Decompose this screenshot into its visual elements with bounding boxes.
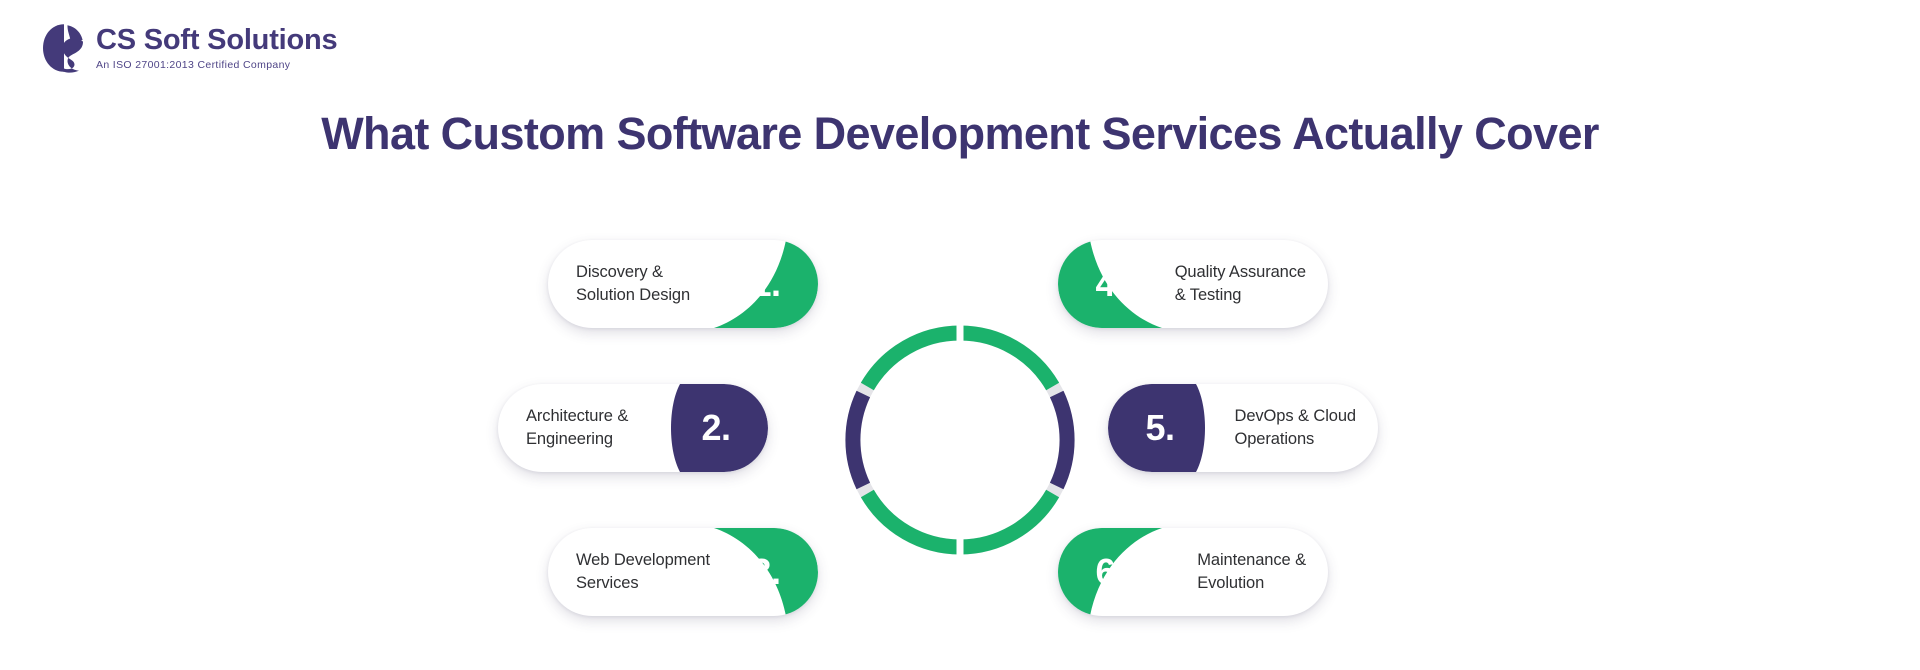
service-card-3[interactable]: Web Development Services 3. — [548, 528, 818, 616]
ring-segment-1 — [860, 325, 961, 391]
service-card-1-label: Discovery & Solution Design — [548, 261, 690, 308]
service-card-5-label: DevOps & Cloud Operations — [1235, 405, 1379, 452]
ring-segment-3 — [860, 489, 961, 555]
service-card-3-badge: 3. — [714, 528, 818, 616]
leaf-shape-icon — [1058, 528, 1162, 616]
service-card-6[interactable]: 6. Maintenance & Evolution — [1058, 528, 1328, 616]
service-card-4[interactable]: 4. Quality Assurance & Testing — [1058, 240, 1328, 328]
page-title: What Custom Software Development Service… — [321, 108, 1599, 159]
leaf-shape-icon — [1058, 240, 1162, 328]
service-card-3-label: Web Development Services — [548, 549, 710, 596]
service-card-1-number: 1. — [751, 263, 781, 304]
service-card-2-line2: Engineering — [526, 430, 613, 448]
service-card-4-badge: 4. — [1058, 240, 1162, 328]
service-card-6-line2: Evolution — [1197, 574, 1265, 592]
service-card-3-line2: Services — [576, 574, 639, 592]
logo-text-block: CS Soft Solutions An ISO 27001:2013 Cert… — [96, 23, 338, 72]
service-card-1[interactable]: Discovery & Solution Design 1. — [548, 240, 818, 328]
process-cycle-ring — [838, 318, 1082, 562]
service-card-1-badge: 1. — [714, 240, 818, 328]
service-card-4-line2: & Testing — [1174, 286, 1242, 304]
ring-segment-6 — [959, 489, 1060, 555]
service-card-6-badge: 6. — [1058, 528, 1162, 616]
leaf-shape-icon — [714, 528, 818, 616]
service-card-3-number: 3. — [751, 551, 781, 592]
service-card-4-label: Quality Assurance & Testing — [1175, 261, 1328, 308]
service-card-2-line1: Architecture & — [526, 406, 629, 425]
service-card-2[interactable]: Architecture & Engineering 2. — [498, 384, 768, 472]
ring-segment-4 — [959, 325, 1060, 391]
service-card-5-number: 5. — [1145, 407, 1175, 448]
dome-shape-icon — [1108, 384, 1205, 472]
leaf-shape-icon — [714, 240, 818, 328]
service-card-6-label: Maintenance & Evolution — [1197, 549, 1328, 596]
service-card-6-line1: Maintenance & — [1197, 550, 1306, 569]
service-card-2-number: 2. — [701, 407, 731, 448]
ring-segment-2 — [845, 390, 871, 490]
service-card-4-line1: Quality Assurance — [1174, 262, 1306, 281]
logo-company-name: CS Soft Solutions — [96, 23, 338, 56]
service-card-5[interactable]: 5. DevOps & Cloud Operations — [1108, 384, 1378, 472]
service-card-2-badge: 2. — [664, 384, 768, 472]
logo-certification-tagline: An ISO 27001:2013 Certified Company — [96, 59, 291, 72]
service-card-5-line1: DevOps & Cloud — [1234, 406, 1357, 425]
service-card-5-badge: 5. — [1108, 384, 1212, 472]
service-card-2-label: Architecture & Engineering — [498, 405, 628, 452]
ring-segment-5 — [1049, 390, 1075, 490]
service-card-5-line2: Operations — [1234, 430, 1315, 448]
brand-logo: CS Soft Solutions An ISO 27001:2013 Cert… — [40, 22, 338, 74]
service-card-1-line1: Discovery & — [576, 262, 663, 281]
service-card-3-line1: Web Development — [576, 550, 710, 569]
dome-shape-icon — [671, 384, 768, 472]
cs-monogram-icon — [40, 22, 86, 74]
service-card-1-line2: Solution Design — [576, 286, 691, 304]
service-card-6-number: 6. — [1095, 551, 1125, 592]
service-card-4-number: 4. — [1095, 263, 1125, 304]
